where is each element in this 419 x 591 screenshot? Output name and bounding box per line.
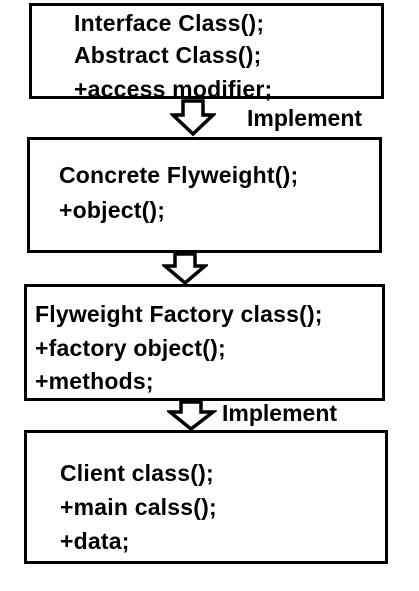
hollow-down-arrow-icon [167, 400, 217, 432]
box-line: +data; [60, 528, 130, 554]
box-line: Client class(); [60, 460, 214, 486]
concrete-flyweight-box: Concrete Flyweight(); +object(); [27, 137, 382, 253]
flyweight-factory-box: Flyweight Factory class(); +factory obje… [24, 284, 385, 401]
hollow-down-arrow-icon [170, 99, 216, 137]
box-line: +methods; [35, 368, 154, 394]
box-line: Flyweight Factory class(); [35, 301, 323, 327]
box-line: Interface Class(); [74, 10, 265, 36]
client-class-box: Client class(); +main calss(); +data; [24, 430, 388, 564]
hollow-down-arrow-icon [162, 252, 208, 286]
connector-label: Implement [222, 400, 338, 426]
box-line: +main calss(); [60, 494, 217, 520]
box-line: Abstract Class(); [74, 42, 262, 68]
box-line: +factory object(); [35, 335, 226, 361]
box-line: Concrete Flyweight(); [59, 162, 299, 188]
interface-class-box: Interface Class(); Abstract Class(); +ac… [29, 3, 384, 102]
connector-label: Implement [247, 105, 363, 131]
box-line: +access modifier; [74, 76, 273, 102]
box-line: +object(); [59, 197, 166, 223]
